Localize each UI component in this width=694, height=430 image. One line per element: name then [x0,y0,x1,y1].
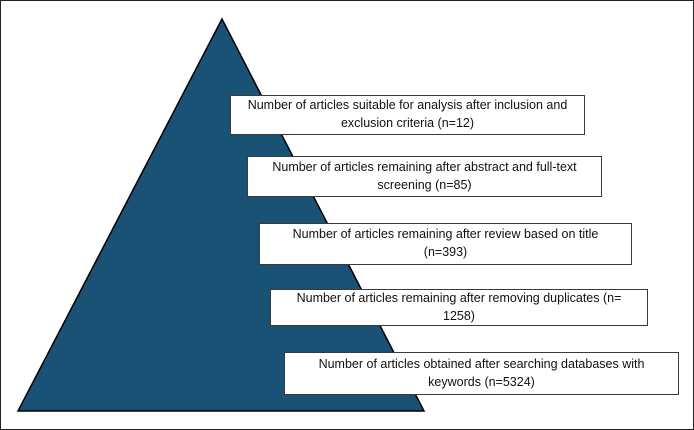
stage-box-title-review: Number of articles remaining after revie… [259,223,632,265]
stage-box-abstract-fulltext-screening: Number of articles remaining after abstr… [247,156,602,197]
stage-box-database-search: Number of articles obtained after search… [284,352,679,395]
stage-box-final-articles: Number of articles suitable for analysis… [230,95,585,135]
stage-label: Number of articles remaining after remov… [296,290,622,323]
stage-label: Number of articles remaining after abstr… [272,159,577,192]
stage-label: Number of articles remaining after revie… [292,227,599,259]
stage-label: Number of articles obtained after search… [318,356,645,389]
stage-box-duplicates-removed: Number of articles remaining after remov… [270,289,648,326]
stage-label: Number of articles suitable for analysis… [247,98,568,130]
